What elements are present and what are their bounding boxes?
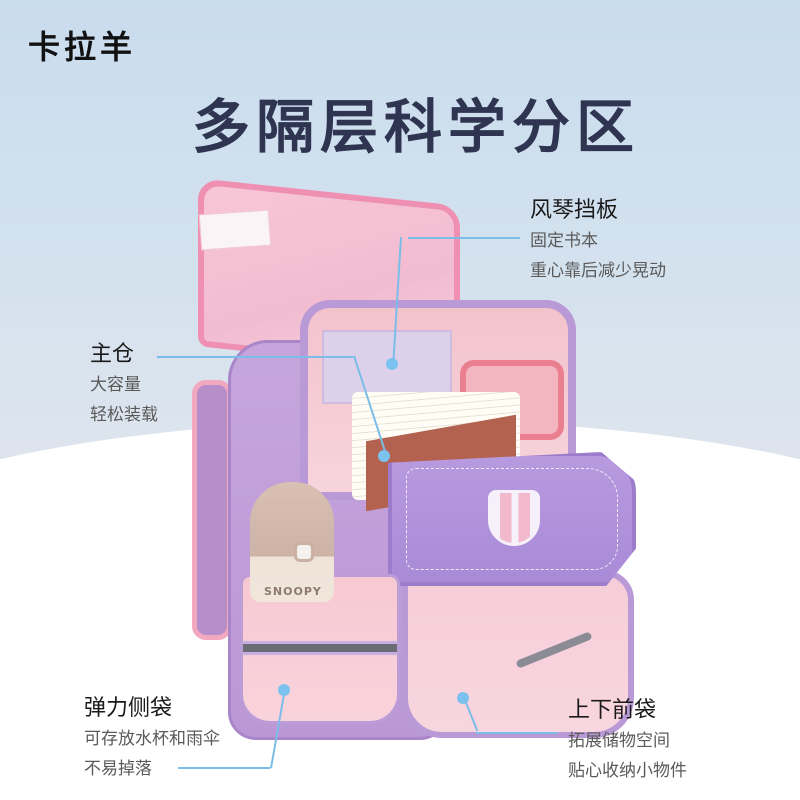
academy-crest-icon: [488, 490, 540, 546]
leader-dot-main: [378, 450, 390, 462]
upper-front-pocket-flap: [388, 452, 636, 586]
page-headline: 多隔层科学分区: [192, 93, 641, 161]
leader-line-accordion-h: [408, 237, 520, 239]
flap-stitching: [406, 468, 618, 570]
name-tag: [198, 209, 272, 251]
callout-line: 固定书本: [530, 231, 598, 251]
callout-title: 上下前袋: [568, 698, 657, 723]
callout-line: 不易掉落: [84, 759, 152, 779]
leader-dot-side: [278, 684, 290, 696]
side-reflective-stripe: [243, 641, 397, 655]
callout-line: 重心靠后减少晃动: [530, 261, 666, 281]
callout-title: 风琴挡板: [530, 198, 619, 223]
brand-logo: 卡拉羊: [28, 28, 137, 66]
callout-line: 大容量: [90, 375, 141, 395]
callout-line: 拓展储物空间: [568, 731, 670, 751]
water-bottle: SNOOPY: [250, 482, 334, 602]
callout-line: 轻松装载: [90, 405, 158, 425]
bottle-brand-label: SNOOPY: [264, 585, 322, 598]
callout-front-pockets: 上下前袋 拓展储物空间 贴心收纳小物件: [568, 696, 687, 786]
leader-dot-accordion: [386, 358, 398, 370]
callout-elastic-side-pocket: 弹力侧袋 可存放水杯和雨伞 不易掉落: [84, 694, 220, 784]
leader-line-front-h: [476, 732, 558, 734]
callout-title: 主仓: [90, 342, 135, 367]
leader-line-main-h: [157, 356, 353, 358]
bottle-button-icon: [294, 542, 314, 562]
callout-accordion-divider: 风琴挡板 固定书本 重心靠后减少晃动: [530, 196, 666, 286]
reflective-stripe: [515, 631, 593, 669]
callout-main-compartment: 主仓 大容量 轻松装载: [90, 340, 158, 430]
callout-title: 弹力侧袋: [84, 696, 173, 721]
callout-line: 贴心收纳小物件: [568, 761, 687, 781]
shoulder-strap: [192, 380, 232, 640]
leader-line-side-h: [178, 767, 270, 769]
callout-line: 可存放水杯和雨伞: [84, 729, 220, 749]
